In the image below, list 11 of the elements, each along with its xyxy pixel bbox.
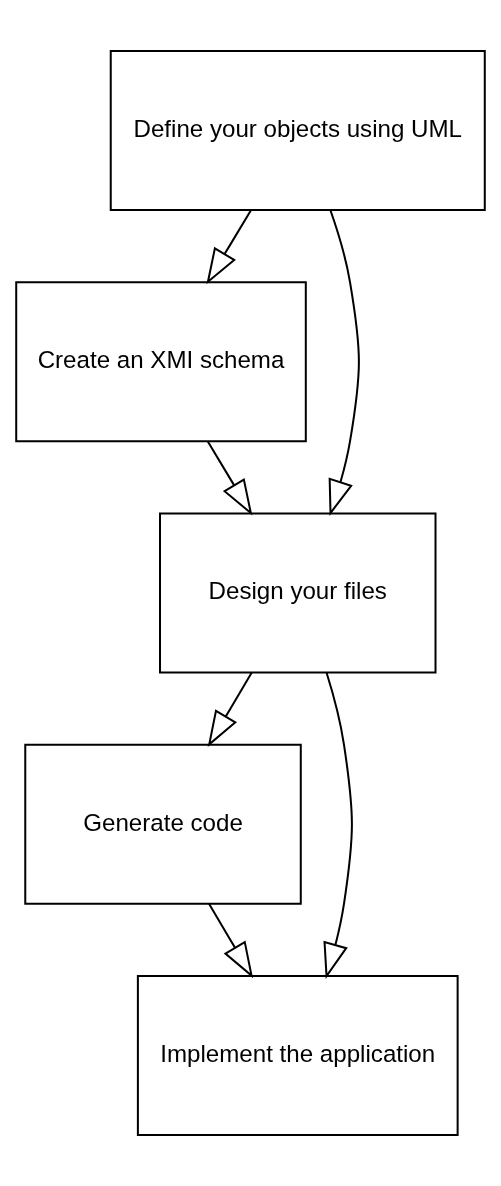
arrow bbox=[207, 672, 253, 747]
arrow bbox=[206, 440, 253, 516]
arrow bbox=[323, 672, 353, 979]
node-box: Generate code bbox=[24, 743, 302, 905]
node-box: Implement the application bbox=[136, 975, 459, 1136]
arrow bbox=[208, 903, 254, 979]
arrow bbox=[206, 209, 252, 285]
node-box: Design your files bbox=[159, 512, 437, 674]
node-box: Create an XMI schema bbox=[15, 281, 307, 443]
arrow bbox=[328, 210, 360, 516]
node-box: Define your objects using UML bbox=[109, 50, 486, 211]
